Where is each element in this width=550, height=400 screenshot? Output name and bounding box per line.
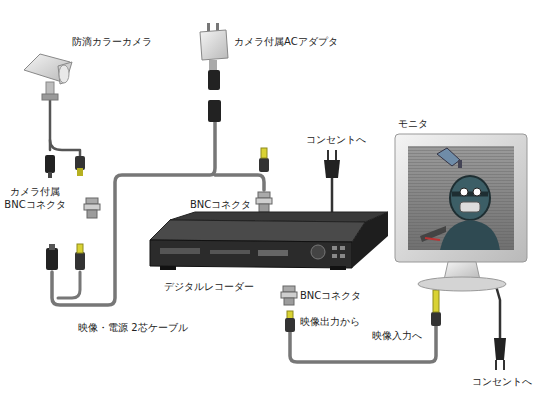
part-label: BNCコネクタ xyxy=(190,199,251,212)
part-label: カメラ付属 BNCコネクタ xyxy=(4,186,66,211)
note-label: 映像出力から xyxy=(300,316,360,329)
note-label: コンセントへ xyxy=(306,134,366,147)
part-label: BNCコネクタ xyxy=(300,290,361,303)
note-label: コンセントへ xyxy=(472,376,532,389)
device-label: デジタルレコーダー xyxy=(164,281,254,294)
device-label: 防滴カラーカメラ xyxy=(72,36,152,49)
note-label: 映像入力へ xyxy=(372,330,422,343)
device-label: カメラ付属ACアダプタ xyxy=(234,36,338,49)
device-label: モニタ xyxy=(398,118,428,131)
cable-label: 映像・電源 2芯ケーブル xyxy=(78,322,188,335)
